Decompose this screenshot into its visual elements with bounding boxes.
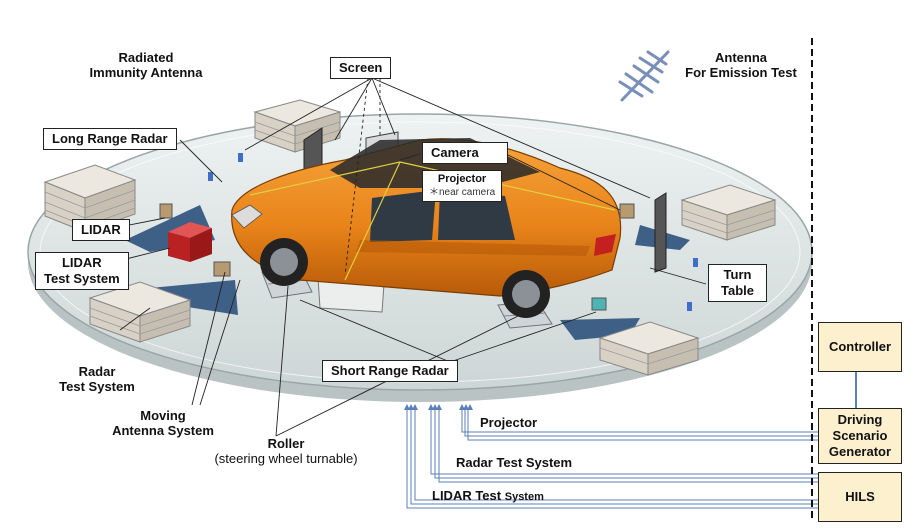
lidar-test-system-line2: Test System (44, 271, 120, 286)
screen-right (654, 192, 667, 273)
emission-antenna-line1: Antenna (715, 50, 767, 65)
dsg-line3: Generator (828, 444, 892, 459)
radiated-antenna-line1: Radiated (118, 50, 174, 65)
absorber-stack-left (43, 164, 137, 233)
projector-box-text: Projector (437, 173, 487, 185)
radar-test-system-label: Radar Test System (42, 364, 152, 394)
radar-unit-rear (619, 203, 635, 219)
leader-lines (113, 77, 707, 437)
line-label-projector: Projector (480, 415, 538, 430)
roller-line1: Roller (267, 436, 305, 451)
turn-table-line1: Turn (723, 267, 752, 282)
controller-label: Controller (828, 339, 892, 354)
marker-post-1 (238, 153, 243, 162)
radar-unit-side (591, 297, 607, 311)
moving-antenna-line2: Antenna System (112, 423, 214, 438)
emission-antenna-icon (618, 50, 670, 102)
turn-table-line2: Table (721, 283, 754, 298)
line-label-lidar-test-system: LIDAR Test System (432, 488, 544, 505)
absorber-stack-front-right (598, 321, 700, 376)
line-label-lidar-suffix: System (504, 491, 544, 503)
radiated-antenna-label: Radiated Immunity Antenna (78, 50, 214, 80)
signal-lines (406, 370, 857, 509)
roller-line2: (steering wheel turnable) (214, 451, 358, 466)
camera-label: Camera (422, 142, 508, 164)
moving-antenna-system-label: Moving Antenna System (98, 408, 228, 438)
radar-unit-front (213, 261, 231, 277)
radar-unit-left (159, 203, 173, 219)
radar-pad-front (150, 280, 238, 315)
hils-box: HILS (818, 472, 902, 522)
lidar-test-system-line1: LIDAR (61, 255, 102, 270)
line-label-radar-test-system: Radar Test System (456, 455, 573, 470)
roller-label: Roller (steering wheel turnable) (196, 436, 376, 466)
hils-label: HILS (845, 489, 875, 504)
absorber-stack-right (680, 184, 777, 241)
short-range-radar-label: Short Range Radar (322, 360, 458, 382)
wheel-front-rim (270, 248, 298, 276)
moving-antenna-line1: Moving (140, 408, 186, 423)
emission-antenna-line2: For Emission Test (685, 65, 797, 80)
marker-post-2 (208, 172, 213, 181)
projector-label: Projector ＊near camera (422, 170, 503, 202)
screen-label: Screen (330, 57, 392, 79)
turn-table-label: Turn Table (708, 264, 767, 302)
emission-antenna-label: Antenna For Emission Test (672, 50, 810, 80)
marker-post-3 (693, 258, 698, 267)
radar-test-system-line1: Radar (78, 364, 116, 379)
radar-test-system-line2: Test System (59, 379, 135, 394)
long-range-radar-label: Long Range Radar (43, 128, 177, 150)
dsg-line1: Driving (837, 412, 883, 427)
lidar-test-system-unit (168, 222, 212, 262)
dsg-line2: Scenario (832, 428, 888, 443)
marker-post-4 (687, 302, 692, 311)
driving-scenario-generator-box: Driving Scenario Generator (818, 408, 902, 464)
radiated-antenna-line2: Immunity Antenna (89, 65, 203, 80)
lidar-label: LIDAR (72, 219, 130, 241)
wheel-rear-rim (512, 280, 540, 308)
controller-box: Controller (818, 322, 902, 372)
line-label-lidar-text: LIDAR Test (432, 488, 502, 503)
signal-arrowheads (404, 404, 473, 410)
lidar-test-system-label: LIDAR Test System (35, 252, 129, 290)
projector-note: ＊near camera (429, 187, 496, 198)
